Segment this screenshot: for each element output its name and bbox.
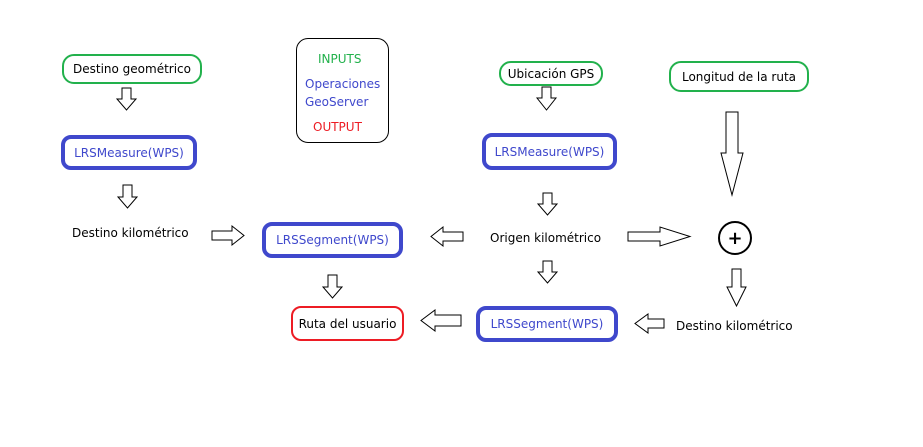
arrow-right-2-icon	[627, 226, 692, 247]
op-lrssegment-center: LRSSegment(WPS)	[262, 222, 403, 258]
input-destino-geometrico: Destino geométrico	[62, 54, 202, 84]
op-lrsmeasure-left: LRSMeasure(WPS)	[61, 135, 197, 170]
op-lrssegment-right: LRSSegment(WPS)	[476, 306, 618, 342]
arrow-down-5-icon	[536, 192, 559, 216]
output-ruta-del-usuario: Ruta del usuario	[291, 306, 404, 341]
legend-output: OUTPUT	[313, 120, 362, 134]
legend-inputs: INPUTS	[318, 52, 362, 66]
arrow-right-1-icon	[211, 224, 245, 247]
arrow-down-2-icon	[116, 184, 139, 209]
input-ubicacion-gps: Ubicación GPS	[499, 61, 603, 86]
arrow-down-3-icon	[321, 274, 344, 299]
legend-operations-line1: Operaciones	[305, 77, 381, 91]
arrow-down-long-icon	[720, 111, 744, 197]
legend-operations-line2: GeoServer	[305, 95, 369, 109]
arrow-left-1-icon	[430, 225, 464, 248]
arrow-down-1-icon	[115, 87, 138, 111]
text-destino-kilometrico-right: Destino kilométrico	[676, 319, 793, 333]
text-destino-kilometrico-left: Destino kilométrico	[72, 226, 189, 240]
plus-operator-icon: +	[718, 221, 752, 255]
arrow-left-3-icon	[634, 313, 665, 334]
arrow-down-7-icon	[726, 268, 747, 308]
op-lrsmeasure-right: LRSMeasure(WPS)	[482, 133, 617, 170]
text-origen-kilometrico: Origen kilométrico	[490, 231, 602, 245]
arrow-left-2-icon	[420, 309, 462, 332]
arrow-down-4-icon	[535, 86, 558, 111]
input-longitud-de-la-ruta: Longitud de la ruta	[669, 61, 809, 92]
legend-box: INPUTS Operaciones GeoServer OUTPUT	[296, 38, 389, 143]
arrow-down-6-icon	[536, 260, 559, 284]
